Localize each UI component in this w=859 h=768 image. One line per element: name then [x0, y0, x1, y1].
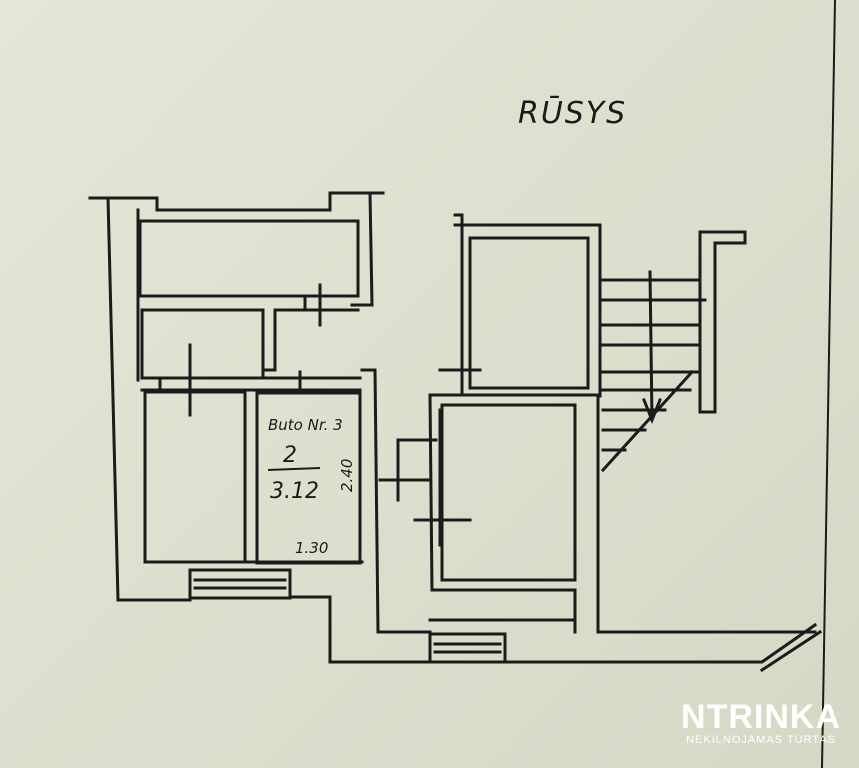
outer-wall [503, 622, 818, 664]
storage-room [140, 308, 265, 380]
unit-label: Buto Nr. 3 [268, 416, 343, 434]
room-number: 2 [283, 443, 297, 468]
storage-room [138, 219, 360, 298]
door [188, 568, 292, 600]
watermark-tagline: NEKILNOJAMAS TURTAS [686, 734, 836, 746]
plan-title: RŪSYS [518, 95, 627, 131]
unit-3-room [255, 391, 362, 565]
page-border-line [820, 0, 837, 768]
outer-wall [106, 196, 192, 602]
dimension-width: 1.30 [295, 539, 328, 557]
dimension-height: 2.40 [338, 459, 356, 492]
door [428, 632, 507, 664]
room-area: 3.12 [270, 479, 319, 504]
storage-room [468, 236, 590, 390]
outer-wall [88, 191, 385, 212]
outer-wall [288, 595, 507, 664]
watermark: NTRINKA NEKILNOJAMAS TURTAS [681, 700, 841, 746]
watermark-logo: NTRINKA [681, 698, 841, 736]
outer-wall [350, 191, 374, 307]
storage-room [143, 390, 247, 564]
storage-room [440, 403, 577, 582]
staircase [600, 270, 707, 473]
